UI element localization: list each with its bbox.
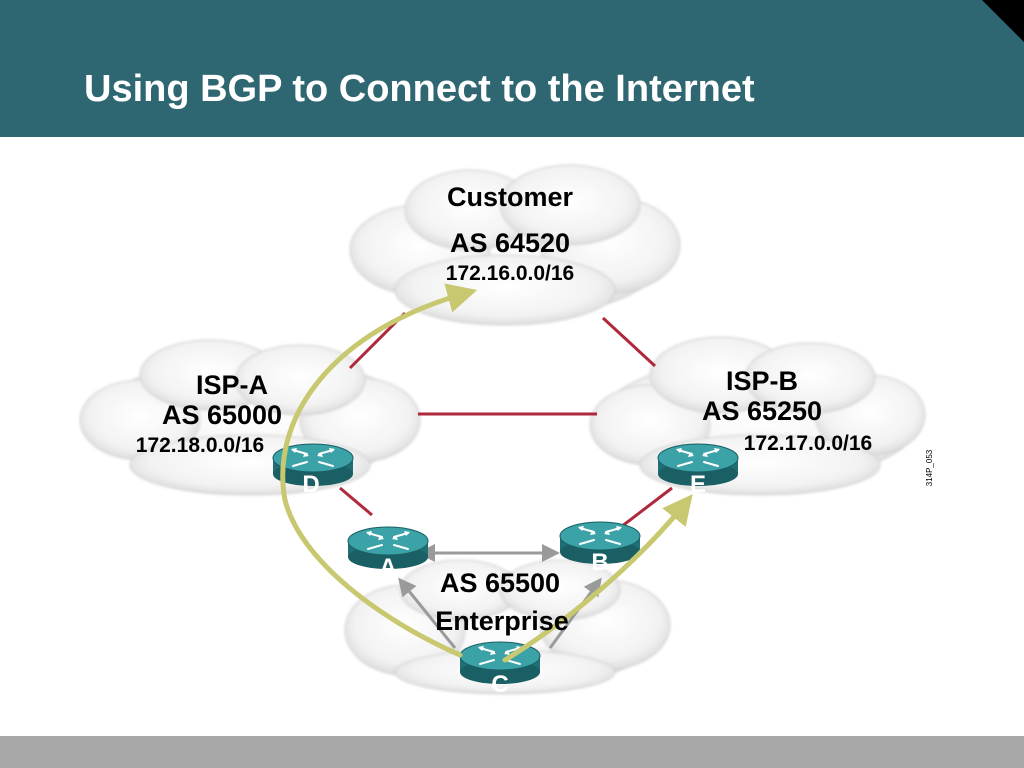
isp-a-name: ISP-A [196,370,268,400]
ibgp-c-a [398,577,457,649]
customer-prefix: 172.16.0.0/16 [446,262,574,285]
slide-footer [0,736,1024,768]
enterprise-as: AS 65500 [440,568,560,598]
router-b-label: B [591,549,608,576]
isp-b-name: ISP-B [726,366,798,396]
path-c-to-e [502,494,693,663]
customer-name: Customer [447,182,574,212]
link-customer-isp-b [601,316,657,368]
router-d[interactable]: D [272,443,354,498]
router-a-label: A [379,554,396,581]
routing-paths [280,283,693,663]
isp-a-as: AS 65000 [162,400,282,430]
router-d-label: D [302,471,319,498]
router-b[interactable]: B [559,521,641,576]
path-c-to-customer [280,283,478,658]
isp-b-as: AS 65250 [702,396,822,426]
router-c-label: C [491,671,508,698]
link-d-a [339,486,373,517]
router-c[interactable]: C [459,641,541,698]
slide-title: Using BGP to Connect to the Internet [84,68,755,110]
isp-b-prefix: 172.17.0.0/16 [744,432,872,455]
router-e-label: E [690,471,706,498]
isp-a-prefix: 172.18.0.0/16 [136,434,264,457]
ibgp-c-b [548,577,602,649]
link-e-b [616,486,673,532]
router-e[interactable]: E [657,443,739,498]
customer-as: AS 64520 [450,228,570,258]
enterprise-name: Enterprise [435,606,569,636]
slide-header: Using BGP to Connect to the Internet [0,0,1024,137]
router-a[interactable]: A [347,526,429,581]
header-corner-decoration [982,0,1024,42]
figure-id: 314P_053 [925,449,934,486]
bgp-network-diagram: D E A B C Customer AS 64520 172.16.0.0/1… [79,164,934,698]
cloud-isp-a [79,339,421,496]
ibgp-links [398,544,602,649]
cloud-customer [349,164,681,326]
